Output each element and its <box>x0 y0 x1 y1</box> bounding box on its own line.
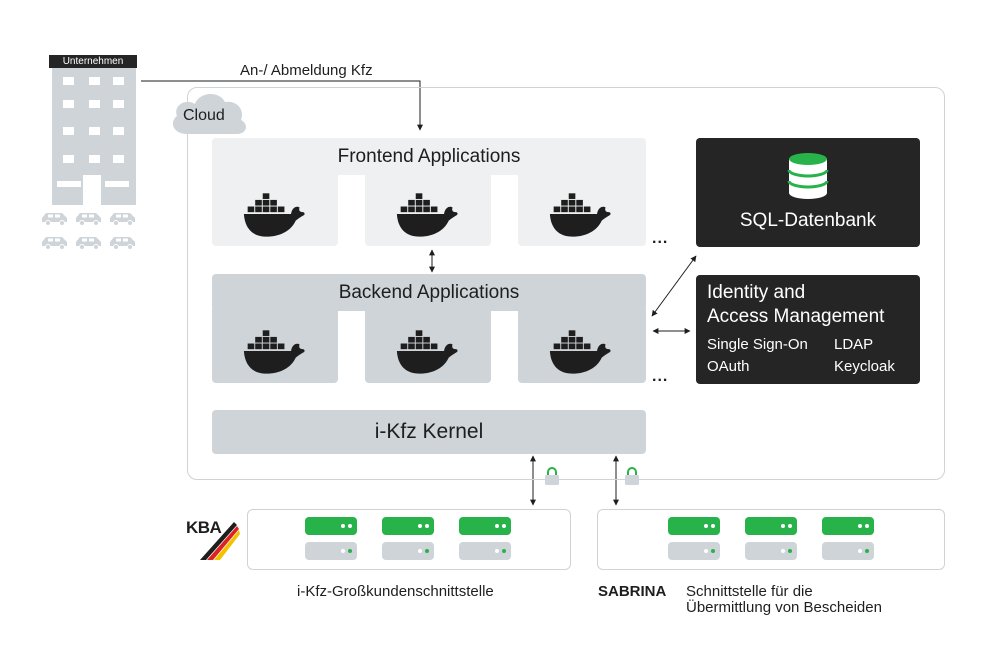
server-status-led <box>745 517 797 535</box>
iam-item-keycloak: Keycloak <box>834 358 895 375</box>
iam-item-ldap: LDAP <box>834 336 874 353</box>
server-status-led <box>822 517 874 535</box>
frontend-title: Frontend Applications <box>337 146 521 167</box>
docker-whale-icon <box>243 330 305 374</box>
server-status-led <box>745 542 797 560</box>
car-icon-group <box>41 212 136 250</box>
cloud-label: Cloud <box>183 107 225 124</box>
kernel-label: i-Kfz Kernel <box>374 420 484 443</box>
server-status-led <box>459 542 511 560</box>
server-status-led <box>305 542 357 560</box>
cloud-icon <box>172 93 246 134</box>
kba-logo-text: KBA <box>186 518 222 537</box>
docker-whale-icon <box>549 330 611 374</box>
docker-whale-icon <box>549 193 611 237</box>
iam-title-line1: Identity and <box>707 282 806 303</box>
frontend-panel <box>212 138 646 175</box>
lock-icon <box>624 467 640 486</box>
frontend-more-ellipsis: ... <box>652 230 669 247</box>
iam-item-sso: Single Sign-On <box>707 336 808 353</box>
backend-title: Backend Applications <box>338 282 520 303</box>
database-icon <box>787 153 829 199</box>
lock-icon <box>544 467 560 486</box>
server-status-led <box>822 542 874 560</box>
server-status-led <box>668 542 720 560</box>
docker-whale-icon <box>396 330 458 374</box>
server-status-led <box>382 542 434 560</box>
sql-database-label: SQL-Datenbank <box>739 210 877 231</box>
company-label: Unternehmen <box>49 55 137 68</box>
iam-item-oauth: OAuth <box>707 358 750 375</box>
server-status-led <box>668 517 720 535</box>
docker-whale-icon <box>243 193 305 237</box>
docker-whale-icon <box>396 193 458 237</box>
server-status-led <box>459 517 511 535</box>
backend-more-ellipsis: ... <box>652 368 669 385</box>
server-status-led <box>305 517 357 535</box>
interface-left-label: i-Kfz-Großkundenschnittstelle <box>297 583 494 600</box>
server-status-led <box>382 517 434 535</box>
iam-box <box>696 275 920 384</box>
backend-panel <box>212 274 646 311</box>
kernel-box <box>212 410 646 454</box>
flow-label: An-/ Abmeldung Kfz <box>240 62 373 79</box>
iam-title-line2: Access Management <box>707 306 885 327</box>
interface-right-desc-line2: Übermittlung von Bescheiden <box>686 599 882 616</box>
interface-right-desc-line1: Schnittstelle für die <box>686 583 813 600</box>
kba-flag-logo <box>200 522 240 560</box>
interface-right-name: SABRINA <box>598 583 667 600</box>
cloud-boundary <box>187 87 945 480</box>
